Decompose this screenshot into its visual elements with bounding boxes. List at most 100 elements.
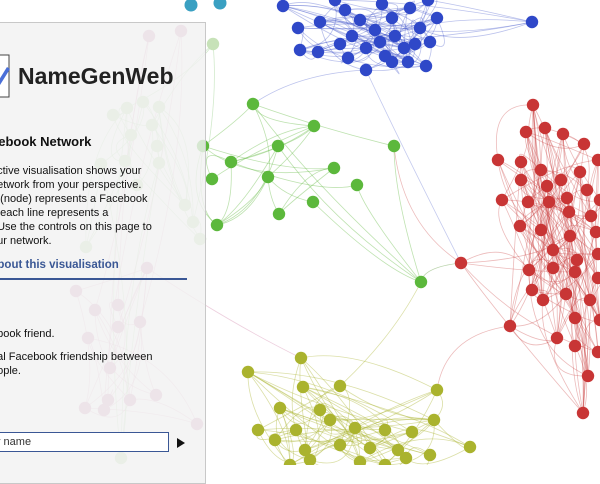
friend-node-red[interactable]: [562, 205, 576, 219]
friend-node-olive[interactable]: [273, 401, 287, 415]
friend-node-red[interactable]: [568, 265, 582, 279]
friend-node-blue[interactable]: [403, 1, 417, 15]
friend-node-olive[interactable]: [348, 421, 362, 435]
search-by-name-input[interactable]: [0, 432, 169, 452]
friend-node-blue[interactable]: [401, 55, 415, 69]
friend-node-blue[interactable]: [353, 13, 367, 27]
friend-node-olive[interactable]: [391, 443, 405, 457]
friend-node-red[interactable]: [560, 191, 574, 205]
friend-node-red[interactable]: [536, 293, 550, 307]
friend-node-red[interactable]: [521, 195, 535, 209]
friend-node-green[interactable]: [261, 170, 275, 184]
friend-node-red[interactable]: [593, 313, 600, 327]
friend-node-red[interactable]: [519, 125, 533, 139]
friend-node-olive[interactable]: [289, 423, 303, 437]
friend-node-misc[interactable]: [184, 0, 198, 12]
friend-node-red[interactable]: [568, 339, 582, 353]
friend-node-red[interactable]: [546, 243, 560, 257]
friend-node-red[interactable]: [556, 127, 570, 141]
friend-node-green[interactable]: [414, 275, 428, 289]
friend-node-red[interactable]: [573, 165, 587, 179]
friend-node-blue[interactable]: [359, 63, 373, 77]
friend-node-red[interactable]: [568, 311, 582, 325]
friend-node-olive[interactable]: [303, 453, 317, 465]
friend-node-blue[interactable]: [313, 15, 327, 29]
about-visualisation-link[interactable]: about this visualisation: [0, 259, 119, 271]
friend-node-olive[interactable]: [430, 383, 444, 397]
friend-node-red[interactable]: [584, 209, 598, 223]
friend-node-green[interactable]: [307, 119, 321, 133]
friend-node-red[interactable]: [538, 121, 552, 135]
friend-node-red[interactable]: [514, 155, 528, 169]
friend-node-red[interactable]: [534, 163, 548, 177]
friend-node-green[interactable]: [306, 195, 320, 209]
friend-node-blue[interactable]: [333, 37, 347, 51]
friend-node-blue[interactable]: [419, 59, 433, 73]
friend-node-red[interactable]: [563, 229, 577, 243]
friend-node-blue[interactable]: [423, 35, 437, 49]
friend-node-red[interactable]: [577, 137, 591, 151]
friend-node-red[interactable]: [534, 223, 548, 237]
friend-node-green[interactable]: [271, 139, 285, 153]
friend-node-olive[interactable]: [313, 403, 327, 417]
friend-node-red[interactable]: [591, 247, 600, 261]
friend-node-olive[interactable]: [251, 423, 265, 437]
friend-node-blue[interactable]: [373, 35, 387, 49]
friend-node-red[interactable]: [526, 98, 540, 112]
friend-node-red[interactable]: [525, 283, 539, 297]
friend-node-blue[interactable]: [311, 45, 325, 59]
friend-node-olive[interactable]: [296, 380, 310, 394]
friend-node-red[interactable]: [570, 253, 584, 267]
friend-node-red[interactable]: [576, 406, 590, 420]
friend-node-red[interactable]: [522, 263, 536, 277]
friend-node-red[interactable]: [591, 153, 600, 167]
friend-node-olive[interactable]: [423, 448, 437, 462]
friend-node-olive[interactable]: [323, 413, 337, 427]
friend-node-olive[interactable]: [333, 438, 347, 452]
friend-node-red[interactable]: [513, 219, 527, 233]
friend-node-red[interactable]: [591, 345, 600, 359]
friend-node-blue[interactable]: [408, 37, 422, 51]
friend-node-red[interactable]: [514, 173, 528, 187]
friend-node-blue[interactable]: [341, 51, 355, 65]
friend-node-red[interactable]: [542, 195, 556, 209]
friend-node-red[interactable]: [581, 369, 595, 383]
friend-node-red[interactable]: [495, 193, 509, 207]
friend-node-green[interactable]: [272, 207, 286, 221]
friend-node-blue[interactable]: [359, 41, 373, 55]
friend-node-red[interactable]: [593, 193, 600, 207]
friend-node-red[interactable]: [503, 319, 517, 333]
friend-node-green[interactable]: [224, 155, 238, 169]
friend-node-red[interactable]: [546, 261, 560, 275]
friend-node-blue[interactable]: [338, 3, 352, 17]
friend-node-olive[interactable]: [378, 458, 392, 465]
friend-node-red[interactable]: [491, 153, 505, 167]
friend-node-blue[interactable]: [421, 0, 435, 7]
friend-node-red[interactable]: [550, 331, 564, 345]
friend-node-green[interactable]: [387, 139, 401, 153]
friend-node-olive[interactable]: [463, 440, 477, 454]
friend-node-misc[interactable]: [213, 0, 227, 10]
friend-node-mint[interactable]: [206, 37, 220, 51]
friend-node-green[interactable]: [327, 161, 341, 175]
friend-node-blue[interactable]: [328, 0, 342, 7]
friend-node-blue[interactable]: [375, 0, 389, 11]
friend-node-olive[interactable]: [294, 351, 308, 365]
friend-node-red[interactable]: [580, 183, 594, 197]
friend-node-red[interactable]: [454, 256, 468, 270]
friend-node-olive[interactable]: [399, 451, 413, 465]
friend-node-blue[interactable]: [385, 55, 399, 69]
friend-node-green[interactable]: [205, 172, 219, 186]
friend-node-green[interactable]: [350, 178, 364, 192]
friend-node-blue[interactable]: [397, 41, 411, 55]
friend-node-olive[interactable]: [427, 413, 441, 427]
friend-node-blue[interactable]: [345, 29, 359, 43]
friend-node-blue[interactable]: [413, 21, 427, 35]
friend-node-red[interactable]: [589, 225, 600, 239]
friend-node-blue[interactable]: [525, 15, 539, 29]
friend-node-blue[interactable]: [291, 21, 305, 35]
friend-node-olive[interactable]: [353, 455, 367, 465]
friend-node-red[interactable]: [554, 173, 568, 187]
friend-node-olive[interactable]: [405, 425, 419, 439]
friend-node-red[interactable]: [591, 271, 600, 285]
